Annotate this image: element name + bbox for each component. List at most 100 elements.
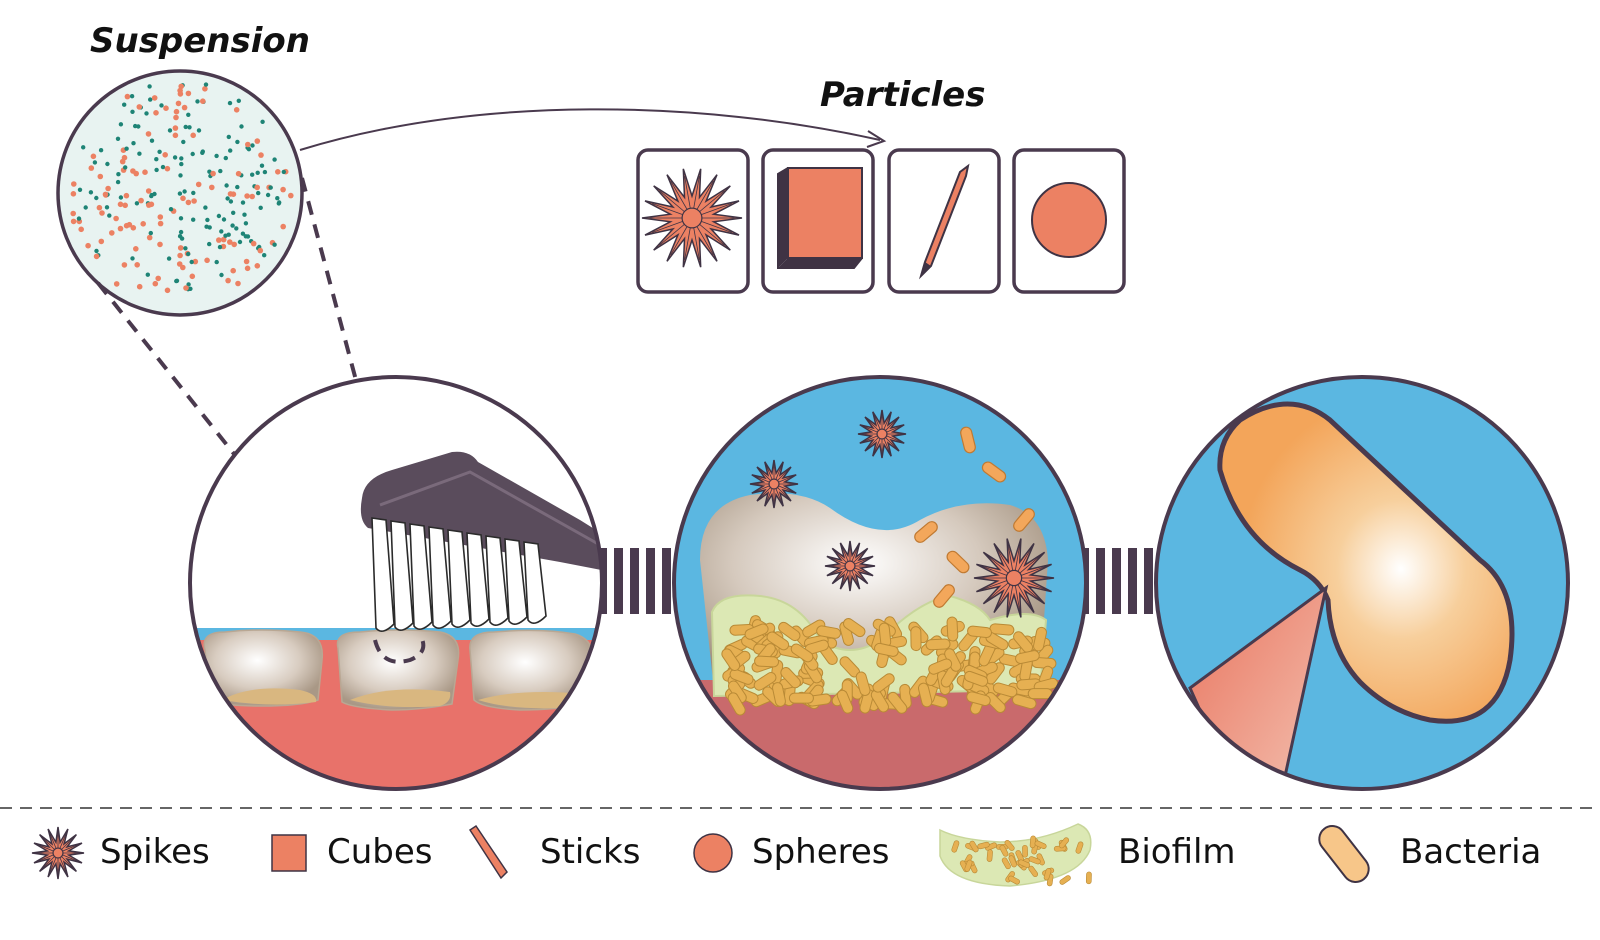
suspension-dot — [131, 141, 136, 146]
suspension-dot — [191, 190, 196, 196]
suspension-dot — [157, 241, 163, 248]
suspension-dot — [123, 192, 130, 199]
bacterium — [887, 691, 908, 714]
suspension-dot — [203, 82, 209, 87]
suspension-dot — [115, 136, 121, 141]
suspension-dot — [185, 90, 192, 97]
suspension-dot — [129, 94, 135, 99]
stick-icon — [918, 163, 970, 280]
suspension-dot — [76, 216, 82, 221]
free-bacterium — [946, 550, 970, 574]
bristle-tuft — [466, 532, 490, 627]
bacterium — [744, 623, 769, 640]
suspension-dot — [200, 149, 205, 154]
bacterium — [925, 638, 951, 651]
suspension-dot — [186, 251, 191, 257]
particles-label: Particles — [820, 75, 985, 115]
suspension-dot — [234, 226, 239, 231]
suspension-dot — [168, 207, 174, 212]
zoom-target — [373, 633, 426, 664]
suspension-dot — [102, 191, 109, 198]
suspension-dot — [148, 230, 153, 236]
suspension-dot — [118, 195, 124, 200]
suspension-dot — [178, 216, 184, 221]
suspension-dot — [118, 122, 124, 127]
bacterium — [910, 626, 922, 652]
free-bacterium — [981, 461, 1007, 483]
suspension-dot — [202, 86, 208, 92]
teeth — [203, 629, 594, 711]
bacterium — [790, 643, 814, 663]
suspension-dot — [227, 239, 233, 245]
suspension-dot — [235, 184, 240, 190]
suspension-dot — [243, 221, 249, 226]
suspension-dot — [175, 100, 182, 107]
suspension-dot — [205, 217, 210, 223]
bristle-tuft — [485, 535, 509, 626]
suspension-dot — [173, 114, 179, 121]
suspension-dot — [183, 124, 188, 130]
suspension-dot — [272, 157, 277, 162]
suspension-dot — [92, 160, 98, 165]
suspension-dot — [157, 214, 164, 220]
suspension-dot — [268, 185, 273, 190]
suspension-dot — [190, 132, 196, 139]
suspension-dot — [225, 277, 231, 284]
suspension-dot — [259, 163, 265, 168]
suspension-dot — [275, 169, 281, 175]
connector-stripe — [646, 548, 655, 614]
suspension-dot — [122, 102, 127, 107]
bacterium — [753, 672, 777, 691]
spikes-icon — [641, 168, 743, 268]
spike-particle-large — [641, 168, 743, 268]
suspension-dot — [117, 201, 124, 208]
bacterium — [778, 621, 801, 642]
suspension-dot — [77, 187, 83, 192]
suspension-dot — [93, 253, 100, 260]
bristle-tuft — [447, 529, 471, 628]
suspension-dot — [140, 221, 146, 227]
suspension-dot — [185, 199, 192, 206]
suspension-dot — [258, 205, 263, 210]
suspension-dot — [104, 205, 110, 210]
suspension-dot — [243, 258, 250, 265]
suspension-dot — [148, 201, 155, 208]
spike-particle — [824, 540, 876, 592]
suspension-dot — [70, 191, 77, 197]
suspension-dot — [210, 170, 216, 177]
suspension-dot — [189, 259, 194, 265]
legend-bacteria-label: Bacteria — [1400, 832, 1541, 872]
suspension-dot — [288, 192, 294, 199]
suspension-dot — [196, 128, 202, 133]
free-bacterium — [933, 584, 955, 608]
suspension-dot — [109, 230, 115, 236]
bacterium — [772, 682, 786, 707]
biofilm-circle — [672, 375, 1088, 791]
suspension-dot — [173, 108, 180, 115]
suspension-dot — [235, 139, 240, 145]
suspension-dot — [182, 189, 187, 194]
suspension-dot — [204, 257, 210, 264]
sphere-icon — [1031, 182, 1107, 258]
suspension-dot — [221, 217, 227, 222]
suspension-dot — [153, 110, 159, 116]
suspension-dot — [239, 124, 244, 129]
suspension-dot — [155, 275, 161, 282]
suspension-dot — [231, 210, 236, 215]
bacterium — [780, 667, 801, 689]
suspension-to-particles-arrow — [299, 108, 881, 151]
suspension-dot — [262, 169, 268, 175]
suspension-dot — [181, 139, 186, 145]
bacterium — [967, 625, 992, 639]
suspension-dot — [225, 196, 230, 201]
particle-box-spheres — [1012, 148, 1126, 294]
suspension-dot — [151, 95, 158, 101]
suspension-dot — [160, 164, 166, 170]
suspension-dot — [277, 200, 282, 205]
bacterium — [984, 692, 1006, 713]
bacterium — [917, 682, 933, 708]
suspension-label: Suspension — [90, 21, 310, 61]
suspension-dot — [98, 238, 105, 245]
suspension-dot — [142, 169, 148, 175]
